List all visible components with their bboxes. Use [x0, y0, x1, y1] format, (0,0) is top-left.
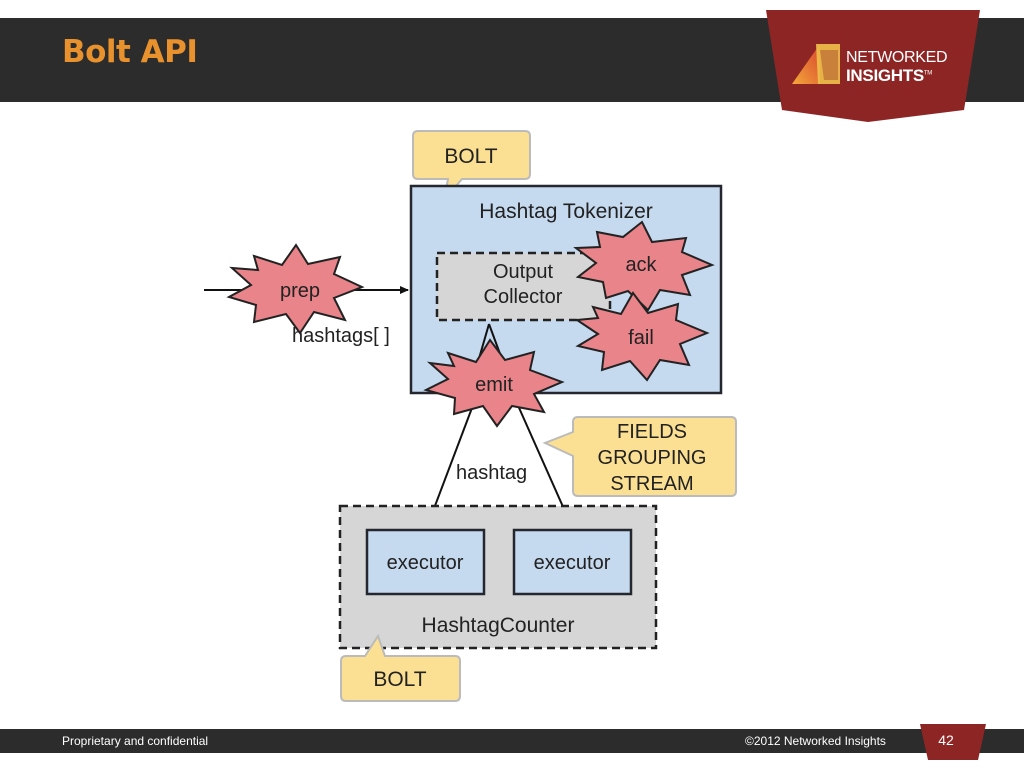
ack-burst: ack	[573, 220, 715, 312]
emit-burst-label: emit	[475, 374, 513, 396]
page-number-badge	[920, 724, 986, 760]
bolt-callout-bottom: BOLT	[340, 633, 461, 702]
logo-line2: INSIGHTSTM	[846, 66, 932, 85]
executor-box-1: executor	[365, 528, 486, 596]
fail-burst: fail	[574, 291, 710, 382]
logo-badge	[766, 10, 980, 122]
bolt-callout-bottom-label: BOLT	[373, 668, 426, 691]
edge-label-hashtag: hashtag	[456, 462, 527, 484]
footer-bar	[0, 729, 1024, 753]
prep-burst-label: prep	[280, 280, 320, 302]
grouping-callout-line3: STREAM	[610, 473, 693, 495]
fail-burst-label: fail	[628, 327, 654, 349]
stream-arrow-left	[426, 391, 479, 528]
grouping-callout-line1: FIELDS	[617, 421, 687, 443]
executor-label-1: executor	[387, 552, 464, 574]
page-number: 42	[938, 732, 954, 748]
ack-burst-label: ack	[625, 254, 657, 276]
executor-box-2: executor	[512, 528, 633, 596]
logo-line1: NETWORKED	[846, 49, 948, 66]
networked-insights-logo-icon	[792, 44, 840, 84]
emit-burst: emit	[423, 338, 565, 428]
grouping-callout-line2: GROUPING	[598, 447, 707, 469]
footer-confidential: Proprietary and confidential	[62, 734, 209, 748]
prep-burst: prep	[226, 243, 365, 335]
bolt-callout-top-label: BOLT	[444, 145, 497, 168]
executor-label-2: executor	[534, 552, 611, 574]
hashtag-tokenizer-title: Hashtag Tokenizer	[479, 200, 653, 223]
slide-title: Bolt API	[62, 34, 198, 70]
stream-arrow-right	[511, 391, 573, 528]
output-collector-box: Output Collector	[435, 251, 612, 322]
input-label: hashtags[ ]	[292, 325, 390, 347]
trademark-mark: TM	[923, 70, 932, 77]
footer-copyright: ©2012 Networked Insights	[745, 734, 886, 748]
output-collector-line1: Output	[493, 261, 553, 283]
grouping-callout: FIELDS GROUPING STREAM	[542, 416, 737, 497]
hashtag-counter-title: HashtagCounter	[422, 614, 575, 637]
output-collector-line2: Collector	[484, 286, 563, 308]
